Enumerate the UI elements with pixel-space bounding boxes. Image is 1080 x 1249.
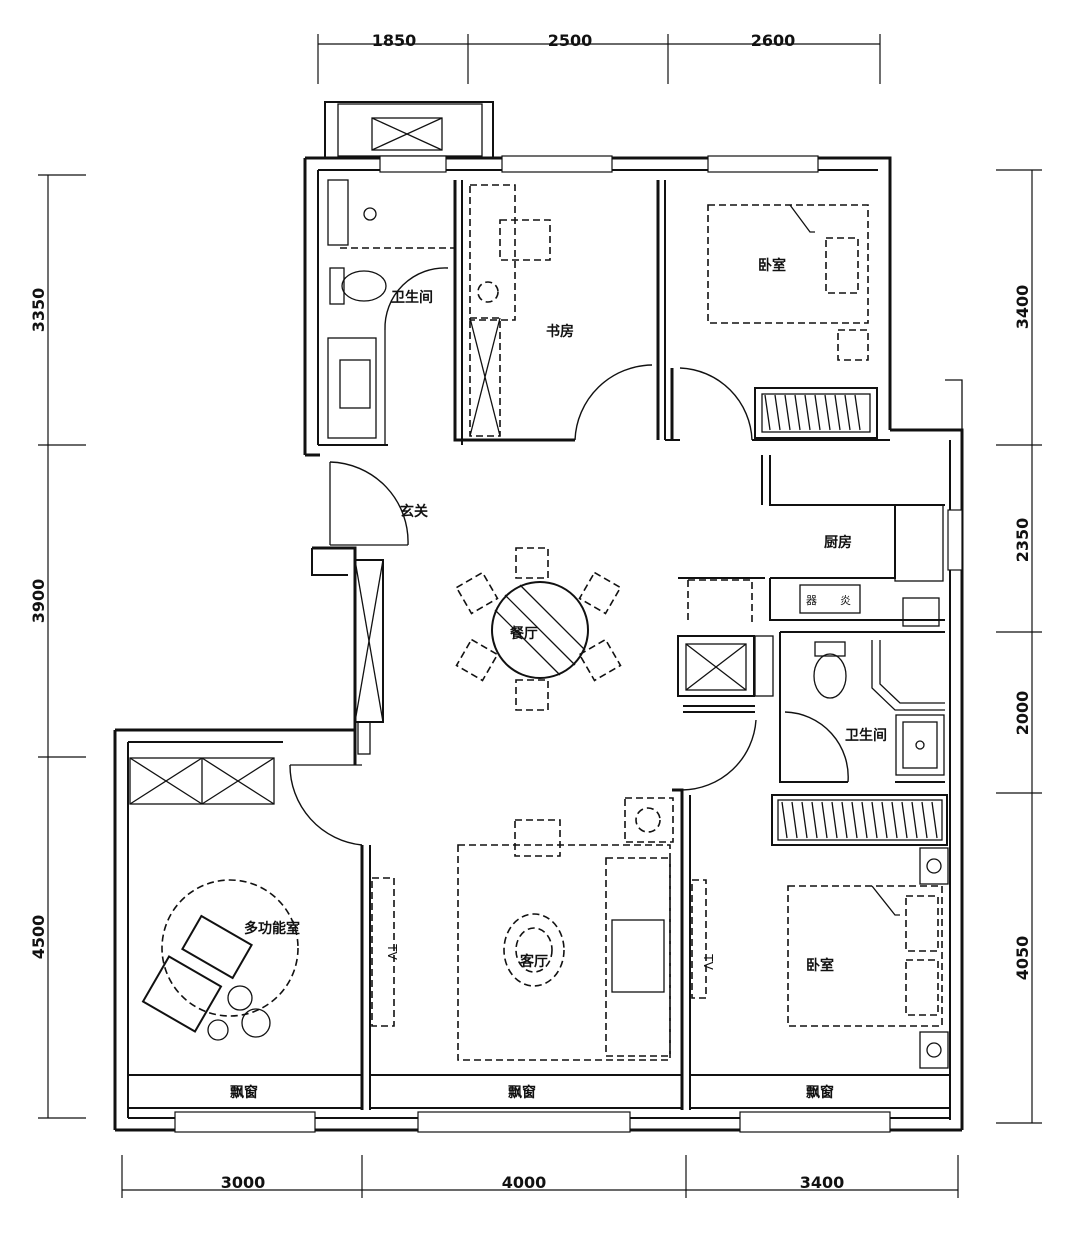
- room-label-bay-left: 飘窗: [230, 1084, 258, 1101]
- room-label-study: 书房: [546, 323, 574, 340]
- tv-label-right: TV: [701, 953, 715, 970]
- room-label-bay-middle: 飘窗: [508, 1084, 536, 1101]
- dim-top-3: 2600: [751, 31, 796, 50]
- walls: 器 炎: [113, 101, 964, 1133]
- dim-top-2: 2500: [548, 31, 593, 50]
- room-label-living: 客厅: [519, 953, 548, 970]
- room-label-bedroom-bottom: 卧室: [806, 957, 834, 974]
- dim-right-1: 3400: [1013, 285, 1032, 330]
- dim-bottom-2: 4000: [502, 1173, 547, 1192]
- dim-right-2: 2350: [1013, 518, 1032, 563]
- dimension-lines: [38, 34, 1042, 1198]
- room-label-dining: 餐厅: [509, 625, 538, 642]
- doors: [289, 267, 849, 846]
- room-labels: 卫生间 书房 卧室 玄关 餐厅 厨房 卫生间 多功能室 客厅 卧室 飘窗 飘窗 …: [230, 257, 887, 1101]
- room-label-bedroom-top: 卧室: [758, 257, 786, 274]
- dim-left-1: 3350: [29, 288, 48, 333]
- room-label-entrance: 玄关: [400, 503, 428, 520]
- room-label-bathroom-top: 卫生间: [391, 289, 433, 306]
- dim-top-1: 1850: [372, 31, 417, 50]
- svg-text:器: 器: [806, 594, 817, 607]
- closet-hatch: [764, 394, 938, 839]
- tv-label-left: TV: [385, 943, 399, 960]
- dim-right-4: 4050: [1013, 936, 1032, 981]
- dim-bottom-3: 3400: [800, 1173, 845, 1192]
- room-label-bathroom-right: 卫生间: [845, 727, 887, 744]
- dimension-texts: 1850 2500 2600 3000 4000 3400 3350 3900 …: [29, 31, 1032, 1192]
- svg-text:炎: 炎: [840, 594, 851, 607]
- dim-left-2: 3900: [29, 579, 48, 624]
- furniture: [129, 179, 949, 1069]
- room-label-kitchen: 厨房: [824, 534, 852, 551]
- room-label-bay-right: 飘窗: [806, 1084, 834, 1101]
- dim-bottom-1: 3000: [221, 1173, 266, 1192]
- dim-right-3: 2000: [1013, 691, 1032, 736]
- room-label-multi-room: 多功能室: [244, 920, 300, 937]
- dim-left-3: 4500: [29, 915, 48, 960]
